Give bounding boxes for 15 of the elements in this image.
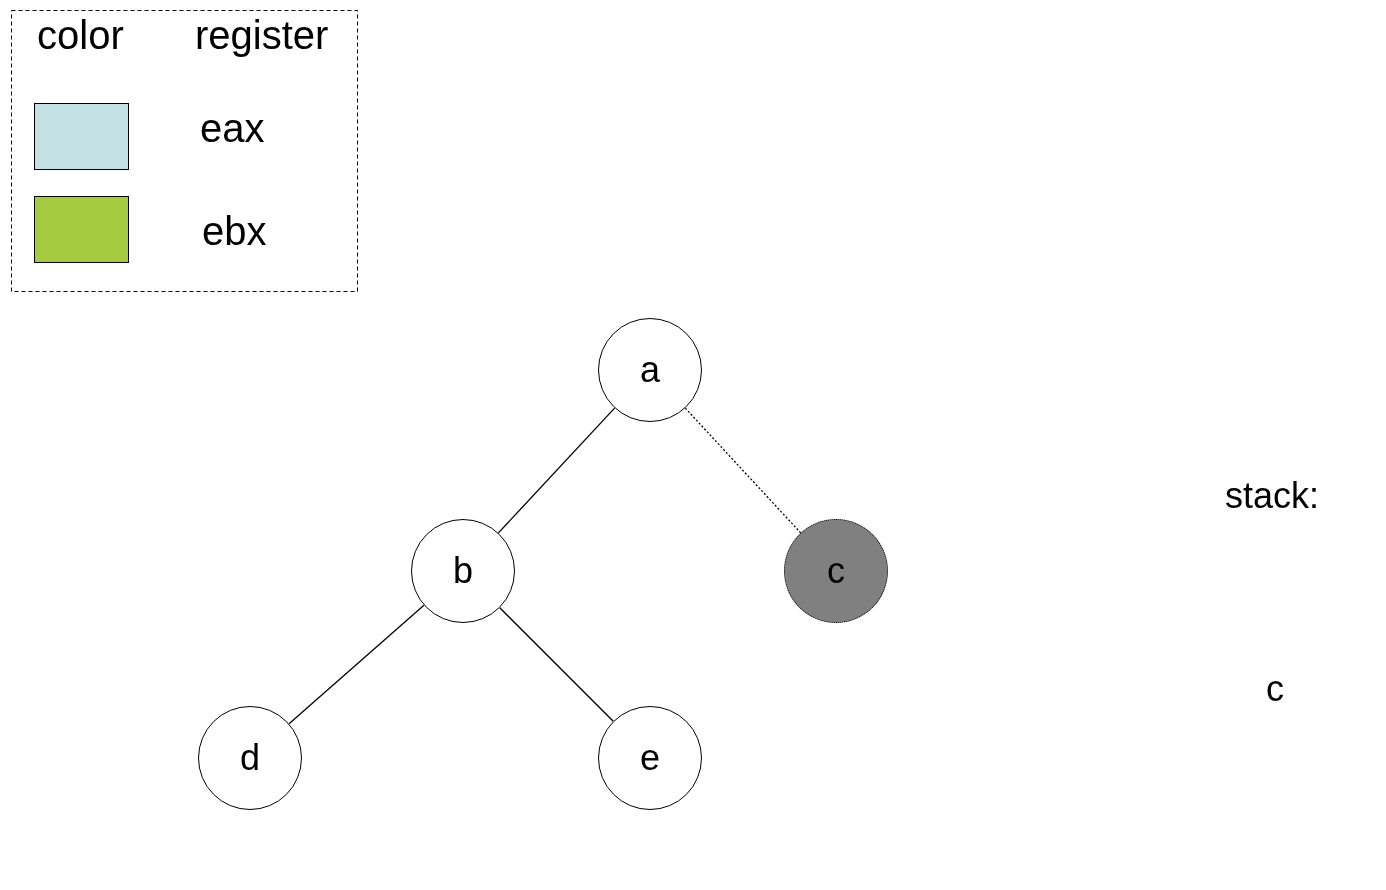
legend-label: ebx — [202, 209, 267, 254]
stack-label: stack: — [1225, 475, 1320, 517]
node-label: d — [240, 737, 260, 779]
tree-edge — [684, 407, 802, 534]
node-label: b — [453, 550, 473, 592]
tree-edge — [497, 407, 616, 534]
node-label: a — [640, 349, 660, 391]
stack-item: c — [1266, 668, 1284, 710]
legend-heading: register — [195, 13, 329, 58]
tree-edge — [288, 604, 425, 725]
node-label: c — [827, 550, 845, 592]
node-label: e — [640, 737, 660, 779]
legend-label: eax — [200, 106, 265, 151]
legend-heading: color — [37, 13, 124, 58]
tree-edge — [499, 607, 614, 722]
